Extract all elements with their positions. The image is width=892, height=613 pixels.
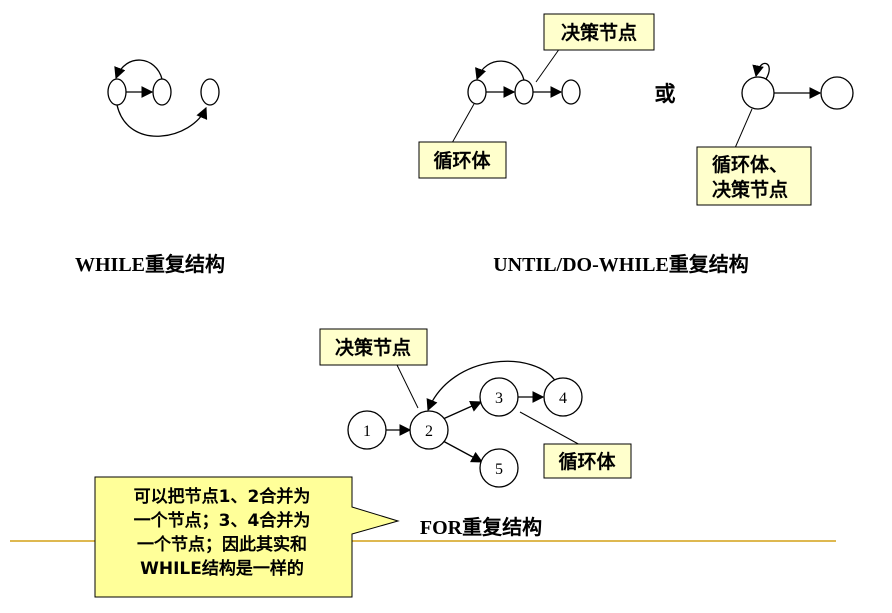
loop-body-label-box <box>418 141 507 179</box>
until-alt-leader <box>734 108 753 149</box>
until-graph <box>451 47 581 144</box>
for-loop-body-label: 循环体 <box>558 450 616 473</box>
for-node-4-label: 4 <box>559 390 567 407</box>
while-graph <box>107 59 220 137</box>
for-body-leader <box>519 411 583 447</box>
until-loop-back-edge <box>475 60 525 81</box>
until-node-2 <box>514 79 534 105</box>
for-edge-2-5 <box>442 440 484 463</box>
for-node-2 <box>409 410 449 450</box>
until-body-leader <box>451 103 475 144</box>
for-loop-body-label-box <box>543 443 632 479</box>
while-caption: WHILE重复结构 <box>75 252 225 276</box>
until-alt-self-loop <box>752 62 770 80</box>
callout-line-1: 可以把节点1、2合并为 <box>134 486 311 507</box>
while-node-1 <box>107 78 127 106</box>
loop-body-decision-label-line1: 循环体、 <box>712 153 788 176</box>
while-exit-edge <box>116 104 208 137</box>
callout-line-3: 一个节点；因此其实和 <box>137 534 307 555</box>
for-node-3-label: 3 <box>495 390 503 407</box>
or-word: 或 <box>655 82 676 106</box>
until-node-3 <box>561 79 581 105</box>
while-node-2 <box>152 78 172 106</box>
for-edge-2-3 <box>442 400 483 420</box>
decision-node-label: 决策节点 <box>561 21 637 44</box>
callout-line-4: WHILE结构是一样的 <box>140 558 304 579</box>
for-node-5 <box>479 448 519 488</box>
for-decision-label-box <box>319 328 428 366</box>
while-loop-back-edge <box>114 59 163 80</box>
loop-body-decision-label-box <box>696 146 812 206</box>
for-node-3 <box>479 377 519 417</box>
for-node-1 <box>347 410 387 450</box>
until-alt-graph <box>734 62 854 149</box>
for-node-5-label: 5 <box>495 461 503 478</box>
until-node-1 <box>467 79 487 105</box>
until-decision-leader <box>535 47 561 83</box>
loop-body-label: 循环体 <box>433 149 491 172</box>
until-alt-node-2 <box>820 76 854 110</box>
for-node-1-label: 1 <box>363 423 371 440</box>
loop-body-decision-label-line2: 决策节点 <box>712 178 788 201</box>
for-loop-back-edge <box>426 360 557 412</box>
for-caption: FOR重复结构 <box>420 515 542 539</box>
callout-box <box>94 476 400 598</box>
while-node-3 <box>200 78 220 106</box>
callout-line-2: 一个节点；3、4合并为 <box>134 510 311 531</box>
for-node-4 <box>543 377 583 417</box>
until-caption: UNTIL/DO-WHILE重复结构 <box>493 252 749 276</box>
until-alt-node-1 <box>741 76 775 110</box>
for-node-2-label: 2 <box>425 423 433 440</box>
for-decision-leader <box>396 364 419 409</box>
decision-node-label-box <box>543 13 655 51</box>
for-decision-label: 决策节点 <box>335 336 411 359</box>
for-graph: 1 2 3 4 5 <box>347 360 583 488</box>
